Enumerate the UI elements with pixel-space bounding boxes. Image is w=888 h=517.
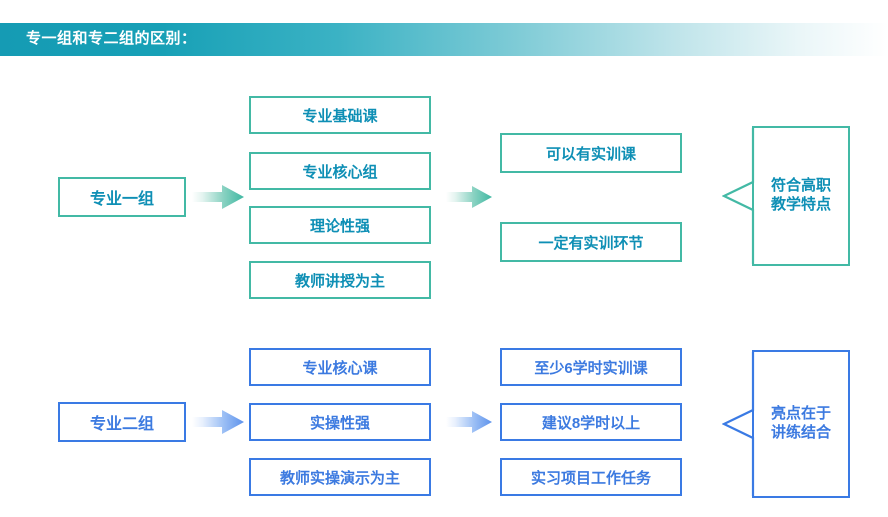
group-one-trait-3[interactable]: 理论性强 [249, 206, 431, 244]
arrow-right-teal-1 [190, 183, 246, 216]
group-one-trait-4[interactable]: 教师讲授为主 [249, 261, 431, 299]
group-one-outcome-2[interactable]: 一定有实训环节 [500, 222, 682, 262]
group-two-trait-3[interactable]: 教师实操演示为主 [249, 458, 431, 496]
callout-notch-chevron-icon [722, 352, 755, 496]
group-two-conclusion-callout[interactable]: 亮点在于 讲练结合 [722, 350, 850, 498]
group-two-conclusion-label: 亮点在于 讲练结合 [770, 405, 831, 441]
group-two-source-box[interactable]: 专业二组 [58, 402, 186, 442]
arrow-right-blue-1 [190, 408, 246, 441]
group-one-source-box[interactable]: 专业一组 [58, 177, 186, 217]
group-one-trait-2[interactable]: 专业核心组 [249, 152, 431, 190]
header-banner [0, 23, 888, 56]
group-one-outcome-1[interactable]: 可以有实训课 [500, 133, 682, 173]
group-two-outcome-1[interactable]: 至少6学时实训课 [500, 348, 682, 386]
group-one-conclusion-label: 符合高职 教学特点 [770, 177, 831, 213]
group-two-trait-2[interactable]: 实操性强 [249, 403, 431, 441]
page-title: 专一组和专二组的区别： [26, 30, 197, 47]
group-one-conclusion-callout[interactable]: 符合高职 教学特点 [722, 126, 850, 266]
group-two-outcome-2[interactable]: 建议8学时以上 [500, 403, 682, 441]
group-two-trait-1[interactable]: 专业核心课 [249, 348, 431, 386]
arrow-right-teal-2 [444, 184, 494, 215]
callout-notch-chevron-icon [722, 128, 755, 264]
group-one-trait-1[interactable]: 专业基础课 [249, 96, 431, 134]
arrow-right-blue-2 [444, 409, 494, 440]
group-two-outcome-3[interactable]: 实习项目工作任务 [500, 458, 682, 496]
